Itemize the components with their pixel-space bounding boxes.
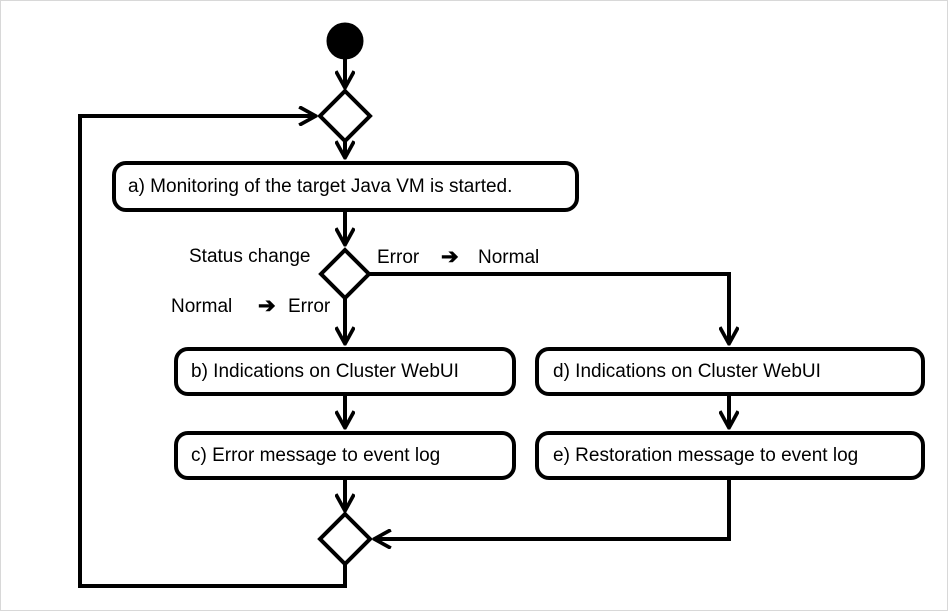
edge-action-e-to-merge-bottom [375, 478, 731, 539]
guard-normal-to-error-to: Error [288, 296, 331, 317]
action-c-box[interactable] [174, 431, 516, 480]
edge-loop-back-to-merge-top [78, 116, 347, 588]
flow-edges [78, 59, 731, 588]
action-b-box[interactable] [174, 347, 516, 396]
action-d[interactable]: d) Indications on Cluster WebUI [535, 347, 925, 396]
guard-normal-to-error-arrow-icon: ➔ [258, 295, 276, 318]
action-a-label: a) Monitoring of the target Java VM is s… [128, 176, 512, 197]
guard-error-to-normal-arrow-icon: ➔ [441, 246, 459, 269]
initial-node [326, 22, 364, 60]
action-c[interactable]: c) Error message to event log [174, 431, 516, 480]
edge-decision-to-action-d [369, 272, 729, 343]
action-e-box[interactable] [535, 431, 925, 480]
decision-node-status-change [318, 247, 372, 301]
action-c-label: c) Error message to event log [191, 445, 440, 466]
action-a[interactable]: a) Monitoring of the target Java VM is s… [112, 161, 579, 212]
guard-status-change: Status change [189, 246, 310, 267]
guard-error-to-normal-from: Error [377, 247, 420, 268]
merge-node-top [317, 88, 373, 144]
guard-labels: Status change Error ➔ Normal Normal ➔ Er… [171, 246, 539, 318]
merge-node-bottom [317, 511, 373, 567]
guard-normal-to-error-from: Normal [171, 296, 232, 317]
guard-error-to-normal-to: Normal [478, 247, 539, 268]
action-b-label: b) Indications on Cluster WebUI [191, 361, 459, 382]
action-e-label: e) Restoration message to event log [553, 445, 858, 466]
action-d-label: d) Indications on Cluster WebUI [553, 361, 821, 382]
action-d-box[interactable] [535, 347, 925, 396]
action-e[interactable]: e) Restoration message to event log [535, 431, 925, 480]
action-b[interactable]: b) Indications on Cluster WebUI [174, 347, 516, 396]
action-a-box[interactable] [112, 161, 579, 212]
